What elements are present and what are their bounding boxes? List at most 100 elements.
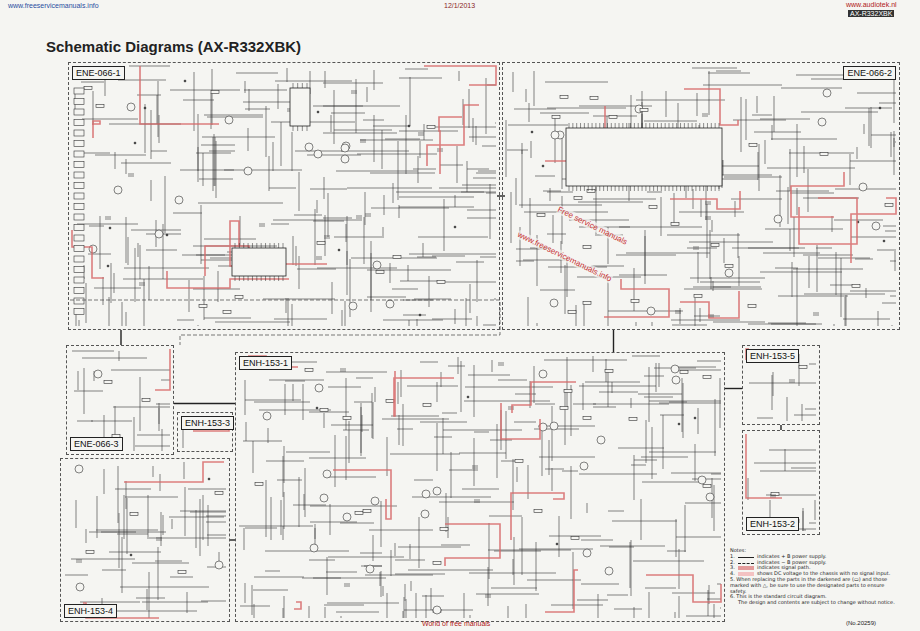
transistor-symbol — [605, 567, 613, 575]
wire — [153, 466, 154, 477]
wire — [790, 229, 791, 251]
ic-pin — [261, 276, 262, 281]
wire — [207, 535, 226, 536]
wire — [245, 528, 277, 529]
wire — [341, 151, 409, 152]
wire — [199, 179, 233, 180]
wire — [183, 100, 214, 101]
wire — [122, 302, 123, 326]
wire — [361, 407, 362, 456]
resistor-symbol — [552, 116, 560, 119]
wire — [804, 294, 885, 295]
wire — [559, 516, 560, 557]
wire — [464, 593, 465, 618]
wire — [417, 257, 436, 258]
terminal-symbol — [74, 141, 84, 147]
ic-pin — [248, 276, 249, 281]
wire — [695, 444, 696, 481]
wire — [253, 590, 288, 591]
wire — [144, 279, 145, 326]
transistor-symbol — [551, 131, 559, 139]
ic-pin — [243, 276, 244, 281]
ic-pin — [692, 186, 693, 191]
wire — [207, 117, 263, 118]
wire — [206, 522, 226, 523]
resistor-symbol — [515, 460, 523, 463]
ic-pin — [607, 186, 608, 191]
ic-pin — [642, 186, 643, 191]
transistor-symbol — [366, 565, 374, 573]
wire — [283, 456, 284, 497]
capacitor-symbol — [813, 313, 819, 314]
wire — [249, 89, 250, 111]
ic-pin — [235, 276, 236, 281]
wire — [674, 193, 675, 224]
wire — [632, 356, 660, 357]
wire — [309, 560, 335, 561]
wire — [757, 418, 773, 419]
wire — [183, 428, 184, 448]
wire — [801, 112, 878, 113]
wire — [891, 132, 892, 157]
wire — [741, 97, 742, 152]
wire — [757, 96, 758, 113]
wire — [137, 435, 170, 436]
junction-dot — [556, 543, 558, 545]
wire — [346, 224, 347, 242]
wire — [715, 399, 716, 456]
wire — [281, 122, 282, 166]
wire — [883, 226, 896, 227]
terminal-symbol — [74, 109, 84, 115]
wire — [698, 252, 699, 283]
wire — [347, 188, 432, 189]
wire — [552, 468, 553, 491]
wire — [169, 517, 224, 518]
capacitor-symbol — [705, 202, 711, 203]
wire — [84, 368, 85, 414]
wire — [540, 113, 589, 114]
wire — [545, 82, 608, 83]
wire — [343, 430, 369, 431]
resistor-symbol — [199, 305, 207, 308]
page-header-text: (No.20259) — [846, 620, 876, 626]
ic-pin — [307, 126, 308, 131]
ic-pin — [715, 123, 716, 128]
wire — [804, 146, 805, 173]
wire — [439, 188, 496, 189]
capacitor-symbol — [418, 135, 424, 136]
wire — [371, 208, 449, 209]
wire — [892, 325, 893, 326]
transistor-symbol — [433, 606, 441, 614]
wire — [391, 550, 392, 576]
wire — [71, 559, 135, 560]
wire — [633, 561, 704, 562]
wire — [356, 378, 373, 379]
wire — [894, 138, 895, 175]
transistor-symbol — [725, 269, 733, 277]
signal-path-line — [140, 66, 219, 124]
wire — [547, 108, 626, 109]
wire — [543, 191, 561, 192]
ic-pin — [634, 123, 635, 128]
ic-pin — [283, 243, 284, 248]
capacitor-symbol — [705, 217, 711, 218]
wire — [551, 605, 603, 606]
wire — [135, 446, 170, 447]
wire — [65, 575, 88, 576]
wire — [117, 534, 148, 535]
capacitor-symbol — [705, 219, 711, 220]
wire — [248, 128, 249, 151]
resistor-symbol — [609, 116, 617, 119]
wire — [832, 216, 833, 232]
wire — [676, 537, 721, 538]
wire — [731, 199, 782, 200]
wire — [614, 609, 642, 610]
wire — [93, 91, 94, 125]
wire — [710, 230, 711, 279]
wire — [315, 209, 316, 265]
wire — [700, 282, 760, 283]
ic-pin — [588, 123, 589, 128]
wire — [679, 596, 680, 618]
board-connector — [725, 388, 742, 389]
junction-dot — [144, 107, 146, 109]
